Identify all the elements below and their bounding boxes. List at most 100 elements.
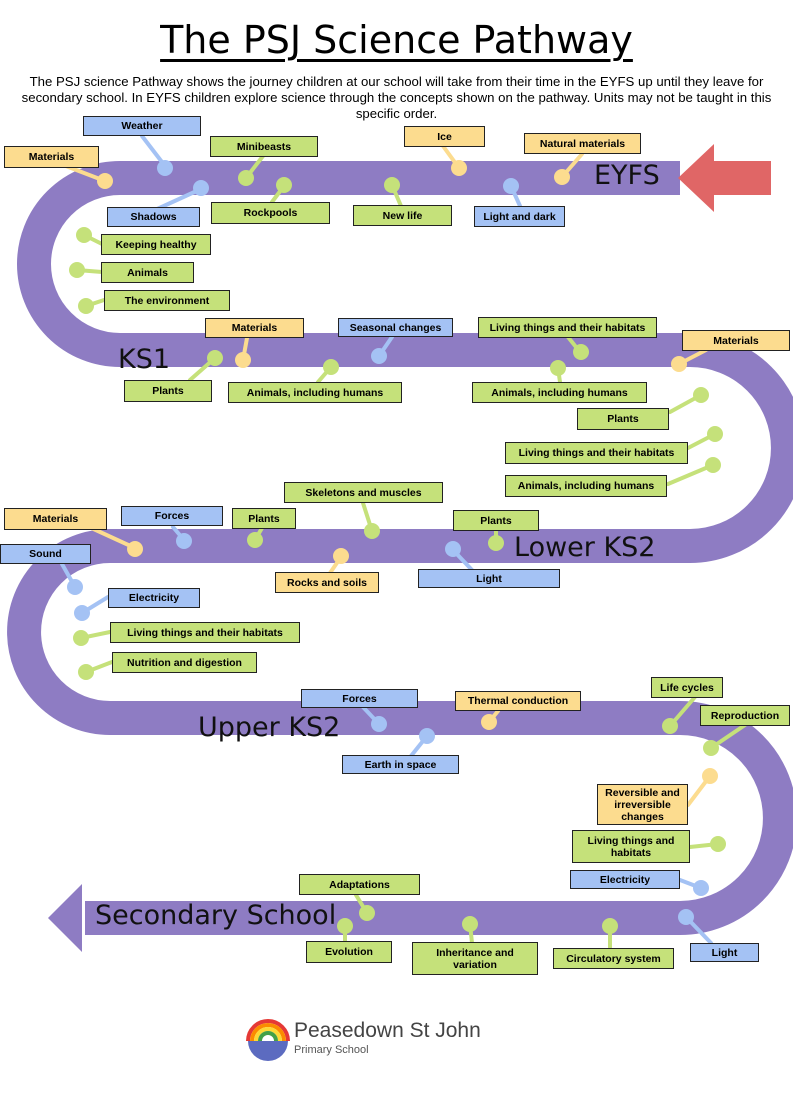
topic-dot (707, 426, 723, 442)
topic-dot (276, 177, 292, 193)
topic-label: Light (690, 943, 759, 962)
topic-label: Materials (205, 318, 304, 338)
topic-dot (693, 880, 709, 896)
topic-label: Animals, including humans (505, 475, 667, 497)
topic-dot (78, 298, 94, 314)
topic-dot (359, 905, 375, 921)
topic-label: The environment (104, 290, 230, 311)
topic-dot (127, 541, 143, 557)
topic-label: Animals (101, 262, 194, 283)
page-title: The PSJ Science Pathway (160, 18, 633, 62)
stage-label-lower-ks2: Lower KS2 (514, 532, 656, 563)
topic-dot (702, 768, 718, 784)
topic-dot (337, 918, 353, 934)
topic-label: Living things and their habitats (110, 622, 300, 643)
topic-dot (384, 177, 400, 193)
topic-dot (451, 160, 467, 176)
topic-label: Electricity (570, 870, 680, 889)
topic-dot (74, 605, 90, 621)
topic-label: Plants (577, 408, 669, 430)
school-name: Peasedown St John (294, 1019, 481, 1042)
topic-dot (602, 918, 618, 934)
topic-dot (550, 360, 566, 376)
topic-dot (371, 716, 387, 732)
topic-label: Plants (453, 510, 539, 531)
topic-label: Earth in space (342, 755, 459, 774)
topic-label: Plants (232, 508, 296, 529)
topic-label: Inheritance and variation (412, 942, 538, 975)
topic-label: Sound (0, 544, 91, 564)
stage-label-ks1: KS1 (118, 344, 171, 375)
intro-paragraph: The PSJ science Pathway shows the journe… (21, 74, 772, 121)
topic-dot (69, 262, 85, 278)
topic-label: Adaptations (299, 874, 420, 895)
rainbow-logo-icon (246, 1019, 290, 1061)
topic-dot (503, 178, 519, 194)
topic-label: Skeletons and muscles (284, 482, 443, 503)
secondary-arrow-head (48, 884, 82, 952)
topic-dot (157, 160, 173, 176)
topic-dot (333, 548, 349, 564)
topic-label: Rockpools (211, 202, 330, 224)
topic-label: Reproduction (700, 705, 790, 726)
topic-label: Rocks and soils (275, 572, 379, 593)
topic-label: Seasonal changes (338, 318, 453, 337)
topic-dot (488, 535, 504, 551)
topic-dot (67, 579, 83, 595)
topic-dot (705, 457, 721, 473)
topic-dot (445, 541, 461, 557)
topic-label: Light and dark (474, 206, 565, 227)
topic-dot (207, 350, 223, 366)
pathway-road (7, 161, 793, 935)
school-subtitle: Primary School (294, 1044, 369, 1056)
topic-dot (247, 532, 263, 548)
topic-label: Natural materials (524, 133, 641, 154)
topic-label: Animals, including humans (228, 382, 402, 403)
topic-label: Shadows (107, 207, 200, 227)
topic-dot (573, 344, 589, 360)
stage-label-secondary: Secondary School (95, 900, 337, 931)
topic-dot (703, 740, 719, 756)
school-logo: Peasedown St John Primary School (246, 1017, 486, 1061)
topic-label: Circulatory system (553, 948, 674, 969)
topic-label: Living things and their habitats (478, 317, 657, 338)
topic-label: Life cycles (651, 677, 723, 698)
topic-dot (238, 170, 254, 186)
topic-dot (462, 916, 478, 932)
topic-label: Nutrition and digestion (112, 652, 257, 673)
topic-dot (78, 664, 94, 680)
topic-dot (323, 359, 339, 375)
topic-label: Reversible and irreversible changes (597, 784, 688, 825)
topic-dot (671, 356, 687, 372)
topic-label: Animals, including humans (472, 382, 647, 403)
topic-dot (554, 169, 570, 185)
topic-label: New life (353, 205, 452, 226)
stage-label-upper-ks2: Upper KS2 (198, 712, 341, 743)
topic-dot (235, 352, 251, 368)
topic-dot (193, 180, 209, 196)
topic-dot (76, 227, 92, 243)
stage-label-eyfs: EYFS (594, 160, 660, 191)
topic-label: Living things and habitats (572, 830, 690, 863)
topic-label: Forces (121, 506, 223, 526)
topic-dot (678, 909, 694, 925)
topic-dot (481, 714, 497, 730)
topic-dot (419, 728, 435, 744)
topic-dot (710, 836, 726, 852)
topic-label: Thermal conduction (455, 691, 581, 711)
topic-dot (693, 387, 709, 403)
topic-label: Minibeasts (210, 136, 318, 157)
topic-label: Plants (124, 380, 212, 402)
topic-label: Evolution (306, 941, 392, 963)
topic-dot (371, 348, 387, 364)
topic-dot (97, 173, 113, 189)
topic-label: Materials (4, 146, 99, 168)
topic-label: Ice (404, 126, 485, 147)
topic-label: Materials (4, 508, 107, 530)
start-arrow (678, 144, 771, 212)
topic-label: Forces (301, 689, 418, 708)
topic-dot (662, 718, 678, 734)
topic-label: Keeping healthy (101, 234, 211, 255)
topic-label: Electricity (108, 588, 200, 608)
